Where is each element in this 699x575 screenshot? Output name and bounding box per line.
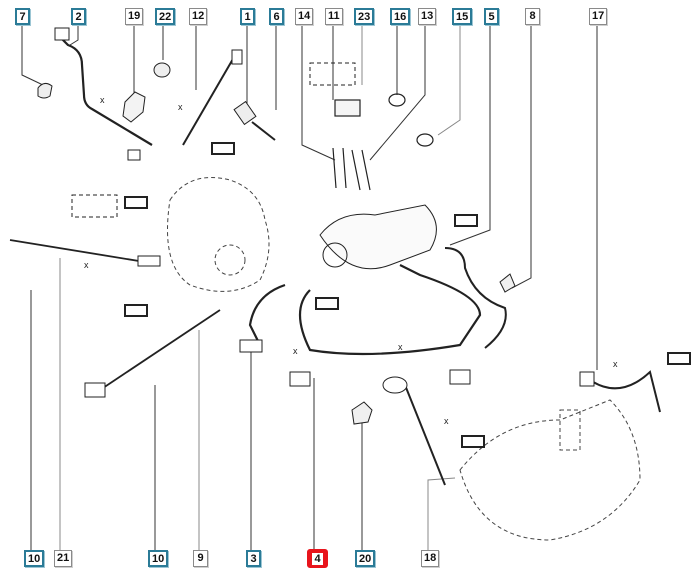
dimension-x-label: x <box>293 346 298 356</box>
part-9-sensor <box>84 309 221 398</box>
callout-12[interactable]: 12 <box>189 8 208 25</box>
callout-21[interactable]: 21 <box>54 550 73 567</box>
hoses-and-clamps <box>332 93 434 191</box>
dimension-labels: x x x x x x x <box>84 95 618 426</box>
dimension-x-label: x <box>444 416 449 426</box>
callout-5[interactable]: 5 <box>484 8 499 25</box>
callout-14[interactable]: 14 <box>295 8 314 25</box>
dimension-x-label: x <box>178 102 183 112</box>
part-7-cap <box>37 82 53 99</box>
part-1-temperature-sensor <box>233 100 276 141</box>
part-21-oxygen-sensor <box>9 239 161 267</box>
callout-2[interactable]: 2 <box>71 8 86 25</box>
part-19-clip <box>122 91 146 123</box>
reference-boxes <box>71 62 691 448</box>
callout-16[interactable]: 16 <box>390 8 411 25</box>
callout-8[interactable]: 8 <box>525 8 540 25</box>
dimension-x-label: x <box>84 260 89 270</box>
part-12-probe <box>182 49 243 146</box>
turbo-unit <box>319 204 437 270</box>
leader-lines-top <box>21 24 598 370</box>
callout-10-second[interactable]: 10 <box>148 550 169 567</box>
callout-13[interactable]: 13 <box>418 8 437 25</box>
part-3-4-harness <box>239 264 482 387</box>
dimension-x-label: x <box>613 359 618 369</box>
part-8-clip <box>499 273 516 293</box>
part-17-sensor <box>579 370 661 413</box>
part-18-probe <box>382 376 446 486</box>
exhaust-manifold-outline <box>459 399 641 541</box>
callout-10[interactable]: 10 <box>24 550 45 567</box>
callout-1[interactable]: 1 <box>240 8 255 25</box>
callout-19[interactable]: 19 <box>125 8 144 25</box>
callout-9[interactable]: 9 <box>193 550 208 567</box>
part-2-sensor-cable <box>54 27 153 161</box>
dimension-x-label: x <box>100 95 105 105</box>
leader-lines-bottom <box>30 258 456 550</box>
engine-block-outline <box>167 177 270 292</box>
callout-17[interactable]: 17 <box>589 8 608 25</box>
callout-4-selected[interactable]: 4 <box>307 549 328 568</box>
callout-6[interactable]: 6 <box>269 8 284 25</box>
callout-3[interactable]: 3 <box>246 550 261 567</box>
callout-20[interactable]: 20 <box>355 550 376 567</box>
callout-22[interactable]: 22 <box>155 8 176 25</box>
part-5-cable <box>444 247 507 349</box>
dimension-x-label: x <box>398 342 403 352</box>
part-22-grommet <box>153 62 171 78</box>
callout-11[interactable]: 11 <box>325 8 343 25</box>
callout-23[interactable]: 23 <box>354 8 375 25</box>
callout-7[interactable]: 7 <box>15 8 30 25</box>
callout-18[interactable]: 18 <box>421 550 440 567</box>
part-20-clip <box>351 401 373 425</box>
callout-4-label: 4 <box>312 553 323 565</box>
callout-15[interactable]: 15 <box>452 8 473 25</box>
